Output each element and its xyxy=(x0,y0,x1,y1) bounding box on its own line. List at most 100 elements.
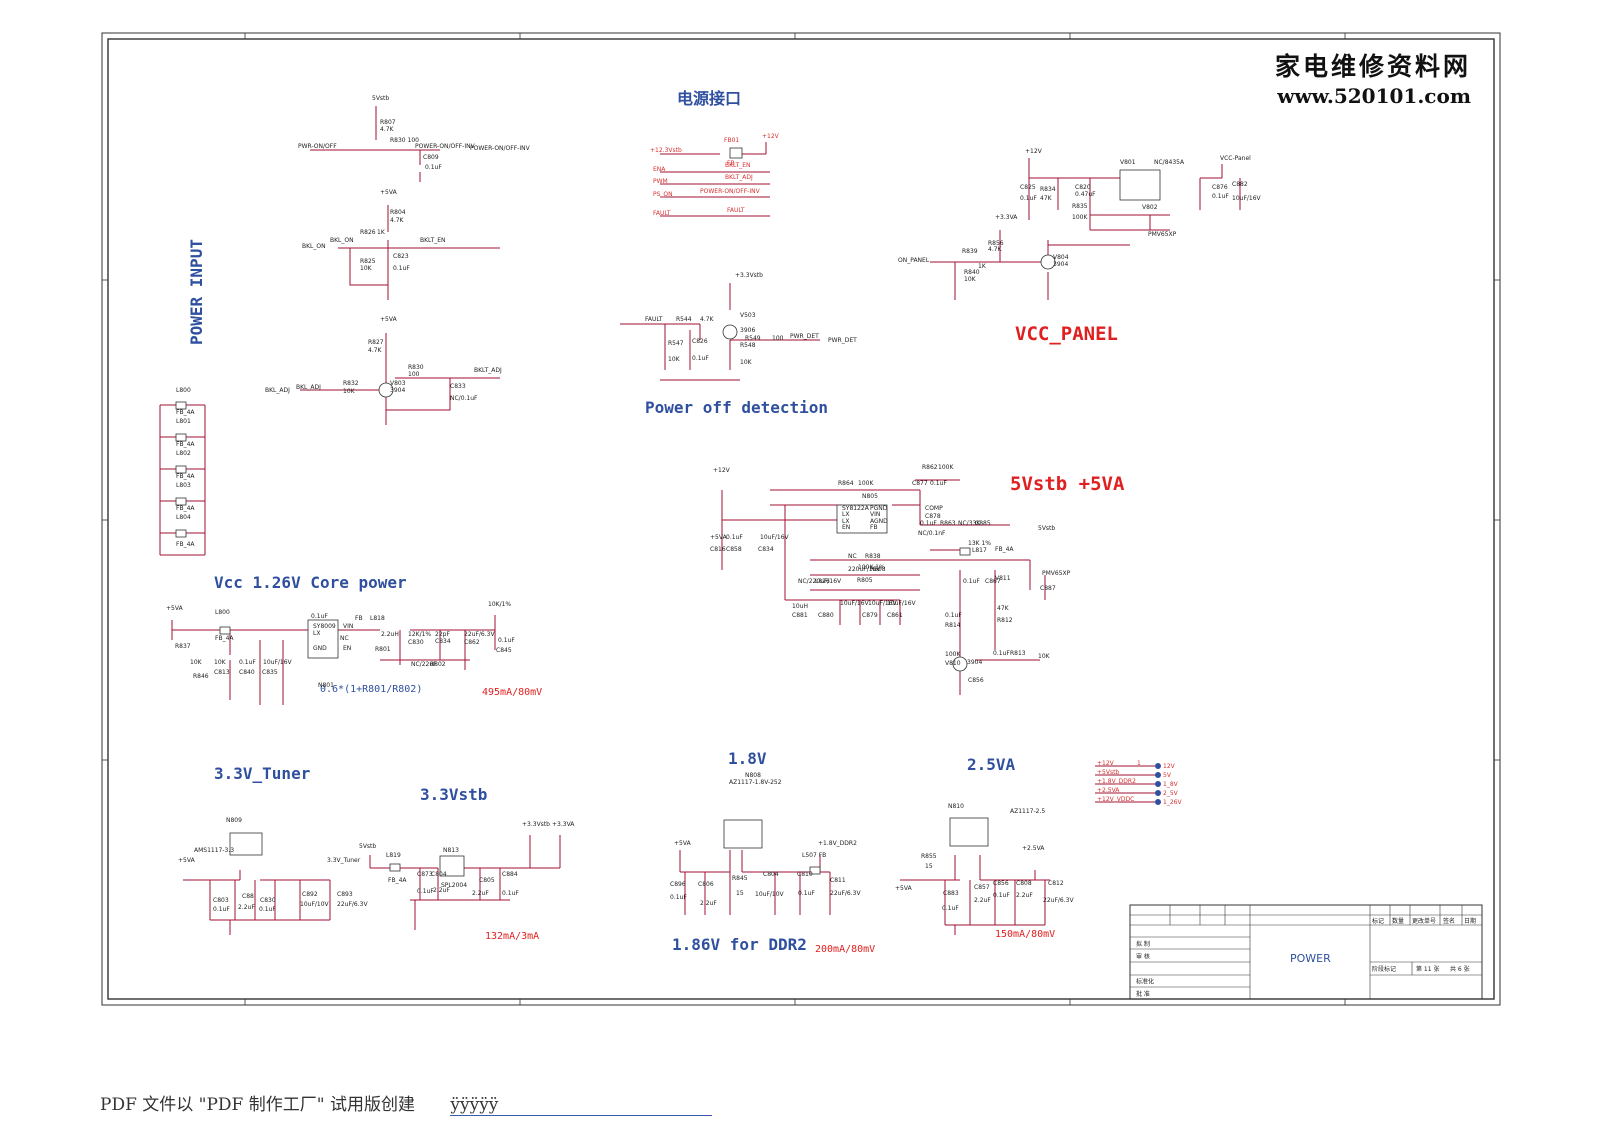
s1-component-label: 0.1uF xyxy=(393,265,410,272)
s6-component-label: 10K xyxy=(1038,653,1051,660)
s1-component-label: C833 xyxy=(450,383,466,390)
s6-component-label: FB_4A xyxy=(995,546,1014,553)
s6-component-label: C834 xyxy=(758,546,774,553)
s7-component-label: 10uF/16V xyxy=(263,659,293,666)
s8-component-label: 3.3V_Tuner xyxy=(327,857,361,864)
footer-link[interactable]: ÿÿÿÿÿ xyxy=(450,1095,713,1116)
s10-component-label: 0.1uF xyxy=(670,894,687,901)
title-block: 标记数量更改单号签名日期 拟 制审 核标准化批 准 POWER 阶段标记 第 1… xyxy=(1129,904,1483,1000)
s12-component-label: +5Vstb xyxy=(1097,769,1119,776)
s6-component-label: R863 xyxy=(940,520,956,527)
s7-component-label: L818 xyxy=(370,615,385,622)
s4-component-label: 47K xyxy=(1040,195,1053,202)
title-block-sheet-num: 第 11 张 xyxy=(1416,965,1439,973)
s4-component-label: 10K xyxy=(964,276,977,283)
section-power-interface: 电源接口 xyxy=(677,89,741,108)
s4-component-label: 3904 xyxy=(1053,261,1068,268)
s7-component-label: N801 xyxy=(318,682,334,689)
s6-component-label: C816 xyxy=(710,546,726,553)
s6-component-label: FB xyxy=(870,524,878,531)
s6-component-label: L826 xyxy=(815,578,830,585)
s6-component-label: NC/33K xyxy=(958,520,981,527)
s11-component-label: C883 xyxy=(943,890,959,897)
s11-component-label: N810 xyxy=(948,803,964,810)
s9-component-label: C873 xyxy=(417,871,433,878)
s4-component-label: C876 xyxy=(1212,184,1228,191)
s4-component-label: R839 xyxy=(962,248,978,255)
s6-component-label: C885 xyxy=(975,520,991,527)
s1-component-label: +5VA xyxy=(380,316,398,323)
vstb-3v3-current: 132mA/3mA xyxy=(485,931,539,942)
section-5vstb-5va: 5Vstb +5VA xyxy=(1010,473,1125,495)
s2-component-label: FAULT xyxy=(727,207,745,214)
s5-component-label: FB_4A xyxy=(176,409,195,416)
s6-component-label: R813 xyxy=(1010,650,1026,657)
s4-component-label: R856 xyxy=(988,240,1004,247)
s2-component-label: BKLT_ADJ xyxy=(725,174,753,181)
s4-component-label: V804 xyxy=(1053,254,1069,261)
s6-component-label: C881 xyxy=(792,612,808,619)
s4-component-label: 10uF/16V xyxy=(1232,195,1262,202)
s7-component-label: 12K/1% xyxy=(408,631,431,638)
s10-component-label: C804 xyxy=(763,871,779,878)
s9-component-label: C884 xyxy=(502,871,518,878)
s6-component-label: 0.1uF xyxy=(930,480,947,487)
s12-component-label: +12V xyxy=(1097,760,1115,767)
s10-component-label: R845 xyxy=(732,875,748,882)
section-1v8: 1.8V xyxy=(728,749,767,768)
s12-component-label: 1_8V xyxy=(1163,781,1179,788)
s6-component-label: C856 xyxy=(968,677,984,684)
s7-component-label: 22uF/6.3V xyxy=(464,631,495,638)
s7-component-label: 0.1uF xyxy=(498,637,515,644)
s1-component-label: R827 xyxy=(368,339,384,346)
s4-component-label: C820 xyxy=(1075,184,1091,191)
title-block-stage: 阶段标记 xyxy=(1372,965,1396,973)
s11-component-label: R855 xyxy=(921,853,937,860)
v2v5-current: 150mA/80mV xyxy=(995,929,1055,940)
s6-component-label: EN xyxy=(842,524,850,531)
s9-component-label: 2.2uF xyxy=(472,890,489,897)
s8-component-label: C892 xyxy=(302,891,318,898)
s9-component-label: 2.2uF xyxy=(433,887,450,894)
s6-component-label: L817 xyxy=(972,547,987,554)
s1-component-label: BKL_ADJ xyxy=(265,387,290,394)
title-block-headers: 标记数量更改单号签名日期 xyxy=(1372,917,1476,925)
title-block-header-cell: 数量 xyxy=(1392,917,1404,925)
s6-component-label: C861 xyxy=(887,612,903,619)
s11-component-label: 22uF/6.3V xyxy=(1043,897,1074,904)
watermark-site-name: 家电维修资料网 xyxy=(1275,52,1471,81)
title-block-title: POWER xyxy=(1290,952,1331,965)
vcc-core-labels: +5VAL800FB_4AR83710KR84610KC8130.1uFC840… xyxy=(166,601,515,689)
vcc-core-formula: 0.6*(1+R801/R802) xyxy=(320,684,422,695)
s1-component-label: 5Vstb xyxy=(372,95,389,102)
section-vcc-core: Vcc 1.26V Core power xyxy=(214,573,407,592)
s4-component-label: 0.1uF xyxy=(1020,195,1037,202)
s1-component-label: BKL_ON xyxy=(330,237,354,244)
s1-component-label: BKLT_ADJ xyxy=(474,367,502,374)
title-block-header-cell: 日期 xyxy=(1464,917,1476,925)
s7-component-label: C845 xyxy=(496,647,512,654)
s6-component-label: 100K 1% xyxy=(858,564,885,571)
s7-component-label: NC/22uF xyxy=(411,661,437,668)
s5-component-label: L803 xyxy=(176,482,191,489)
s10-component-label: C811 xyxy=(830,877,846,884)
ddr2-current: 200mA/80mV xyxy=(815,944,875,955)
s6-component-label: COMP xyxy=(925,505,943,512)
ferrite-labels: L800FB_4AL801FB_4AL802FB_4AL803FB_4AL804… xyxy=(176,387,195,548)
s10-component-label: +1.8V_DDR2 xyxy=(818,840,857,847)
s6-component-label: NC/220uF/16V xyxy=(798,578,842,585)
s2-component-label: +12V xyxy=(762,133,780,140)
s10-component-label: C810 xyxy=(797,871,813,878)
s6-component-label: C878 xyxy=(925,513,941,520)
s1-component-label: PWR-ON/OFF xyxy=(298,143,337,150)
s7-component-label: FB_4A xyxy=(215,635,234,642)
s3-component-label: R544 xyxy=(676,316,692,323)
s7-component-label: 10K xyxy=(190,659,203,666)
s10-component-label: N808 xyxy=(745,772,761,779)
s7-component-label: C835 xyxy=(262,669,278,676)
s1-component-label: NC/0.1uF xyxy=(450,395,478,402)
s6-component-label: PGND xyxy=(870,505,888,512)
s6-component-label: 5Vstb xyxy=(1038,525,1055,532)
s6-component-label: +5VA xyxy=(710,534,728,541)
